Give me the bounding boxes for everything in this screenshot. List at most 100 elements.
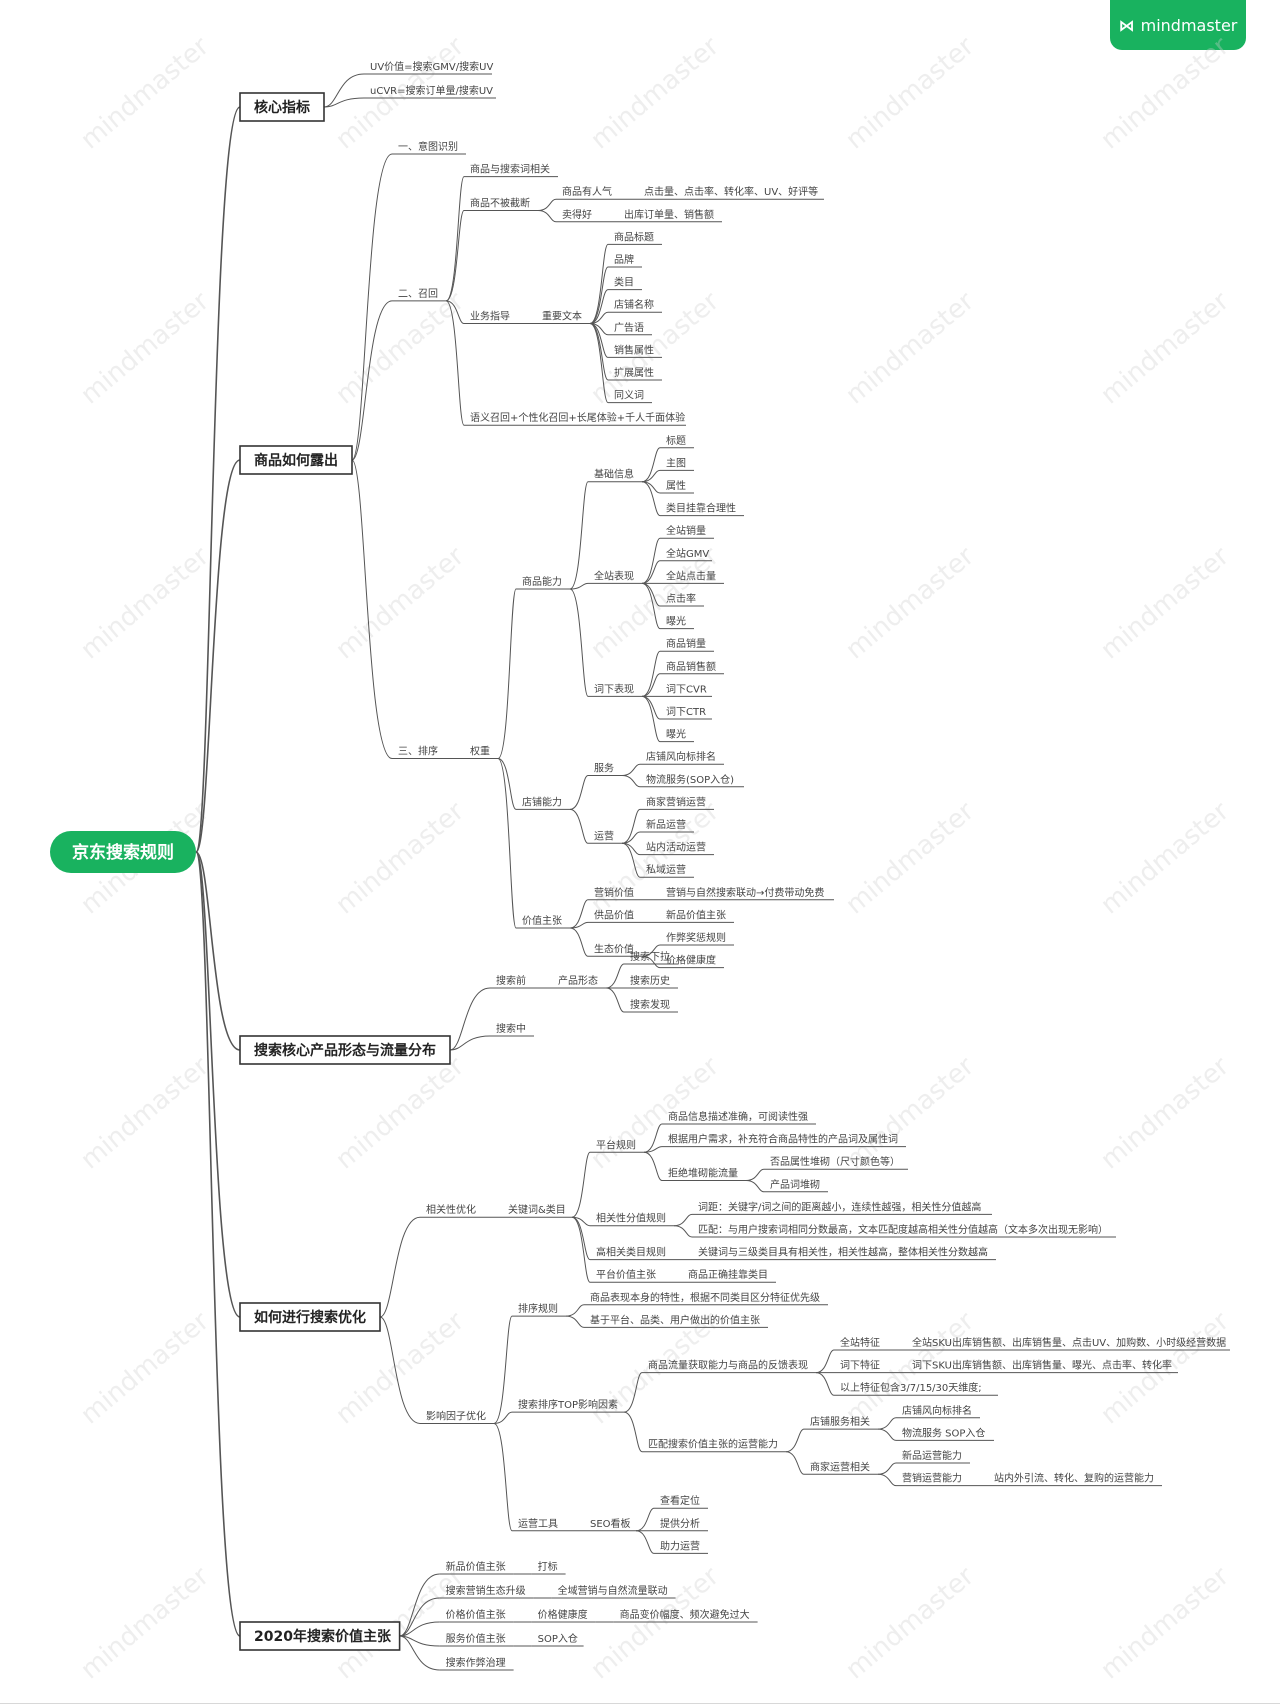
branch-label[interactable]: 点击量、点击率、转化率、UV、好评等: [644, 185, 818, 198]
branch-label[interactable]: 商品能力: [522, 575, 562, 588]
branch-label[interactable]: 广告语: [614, 321, 644, 334]
branch-label[interactable]: 商品正确挂靠类目: [688, 1268, 768, 1281]
branch-label[interactable]: SOP入仓: [538, 1632, 578, 1645]
branch-label[interactable]: 相关性优化: [426, 1203, 476, 1216]
branch-label[interactable]: 店铺名称: [614, 298, 654, 311]
branch-label[interactable]: 拒绝堆砌能流量: [668, 1167, 738, 1180]
branch-label[interactable]: 商品信息描述准确，可阅读性强: [668, 1110, 808, 1123]
branch-label[interactable]: 价格价值主张: [446, 1608, 506, 1621]
topic-node[interactable]: [239, 1302, 381, 1332]
branch-label[interactable]: 相关性分值规则: [596, 1212, 666, 1225]
branch-label[interactable]: 营销与自然搜索联动→付费带动免费: [666, 886, 824, 899]
branch-label[interactable]: 重要文本: [542, 310, 582, 323]
branch-label[interactable]: 打标: [538, 1560, 558, 1573]
branch-label[interactable]: SEO看板: [590, 1517, 631, 1530]
branch-label[interactable]: 物流服务(SOP入仓): [646, 773, 734, 786]
branch-label[interactable]: 高相关类目规则: [596, 1246, 666, 1259]
branch-label[interactable]: 商品表现本身的特性，根据不同类目区分特征优先级: [590, 1291, 820, 1304]
branch-label[interactable]: 词下CVR: [666, 683, 707, 695]
branch-label[interactable]: 权重: [470, 745, 490, 758]
branch-label[interactable]: 词下特征: [840, 1360, 880, 1372]
branch-label[interactable]: 服务: [594, 762, 614, 775]
branch-label[interactable]: 营销价值: [594, 886, 634, 899]
topic-node[interactable]: [239, 1035, 451, 1065]
branch-label[interactable]: 业务指导: [470, 310, 510, 323]
branch-label[interactable]: 商品销售额: [666, 660, 716, 673]
branch-label[interactable]: 搜索排序TOP影响因素: [518, 1398, 618, 1411]
branch-label[interactable]: 供品价值: [594, 908, 634, 921]
branch-label[interactable]: 店铺风向标排名: [902, 1404, 972, 1417]
branch-label[interactable]: 商品不被截断: [470, 197, 530, 210]
branch-label[interactable]: 品牌: [614, 253, 634, 266]
branch-label[interactable]: 商品变价幅度、频次避免过大: [620, 1608, 750, 1621]
branch-label[interactable]: 生态价值: [594, 942, 634, 955]
branch-label[interactable]: 全站表现: [594, 569, 634, 582]
branch-label[interactable]: 搜索前: [496, 974, 526, 987]
root-node[interactable]: [50, 831, 196, 873]
branch-label[interactable]: 曝光: [666, 615, 686, 628]
branch-label[interactable]: 点击率: [666, 592, 696, 605]
branch-label[interactable]: 产品形态: [558, 974, 598, 987]
branch-label[interactable]: 以上特征包含3/7/15/30天维度;: [840, 1381, 982, 1394]
topic-node[interactable]: [239, 1621, 401, 1651]
branch-label[interactable]: 新品运营能力: [902, 1449, 962, 1462]
branch-label[interactable]: 销售属性: [614, 343, 654, 356]
branch-label[interactable]: 搜索发现: [630, 998, 670, 1011]
branch-label[interactable]: UV价值=搜索GMV/搜索UV: [370, 60, 493, 73]
branch-label[interactable]: 全站点击量: [666, 569, 716, 582]
branch-label[interactable]: 店铺能力: [522, 795, 562, 808]
branch-label[interactable]: 价格健康度: [666, 954, 716, 967]
branch-label[interactable]: 扩展属性: [614, 366, 654, 379]
branch-label[interactable]: 店铺风向标排名: [646, 750, 716, 763]
branch-label[interactable]: 营销运营能力: [902, 1472, 962, 1485]
branch-label[interactable]: 搜索历史: [630, 974, 670, 987]
branch-label[interactable]: 站内活动运营: [646, 841, 706, 854]
branch-label[interactable]: 同义词: [614, 390, 644, 402]
branch-label[interactable]: 一、意图识别: [398, 140, 458, 153]
branch-label[interactable]: 全站SKU出库销售额、出库销售量、点击UV、加购数、小时级经营数据: [912, 1336, 1226, 1349]
branch-label[interactable]: 运营: [594, 829, 614, 842]
branch-label[interactable]: 排序规则: [518, 1302, 558, 1315]
branch-label[interactable]: 词下CTR: [666, 706, 706, 718]
branch-label[interactable]: 根据用户需求，补充符合商品特性的产品词及属性词: [668, 1133, 898, 1146]
branch-label[interactable]: 商品销量: [666, 637, 706, 650]
branch-label[interactable]: 商家营销运营: [646, 795, 706, 808]
topic-node[interactable]: [239, 92, 325, 122]
topic-node[interactable]: [239, 445, 353, 475]
branch-label[interactable]: 运营工具: [518, 1517, 558, 1530]
branch-label[interactable]: 商品流量获取能力与商品的反馈表现: [648, 1359, 808, 1372]
branch-label[interactable]: 搜索中: [496, 1022, 526, 1035]
branch-label[interactable]: 店铺服务相关: [810, 1415, 870, 1428]
branch-label[interactable]: 关键词与三级类目具有相关性，相关性越高，整体相关性分数越高: [698, 1246, 988, 1259]
branch-label[interactable]: 助力运营: [660, 1539, 700, 1552]
branch-label[interactable]: 商品有人气: [562, 185, 612, 198]
branch-label[interactable]: 私域运营: [646, 863, 686, 876]
branch-label[interactable]: 商品标题: [614, 230, 654, 243]
branch-label[interactable]: 全域营销与自然流量联动: [558, 1584, 668, 1597]
branch-label[interactable]: 搜索营销生态升级: [446, 1584, 526, 1597]
branch-label[interactable]: 卖得好: [562, 209, 592, 221]
branch-label[interactable]: 商家运营相关: [810, 1460, 870, 1473]
branch-label[interactable]: 三、排序: [398, 745, 438, 758]
branch-label[interactable]: 站内外引流、转化、复购的运营能力: [994, 1472, 1154, 1485]
branch-label[interactable]: 语义召回+个性化召回+长尾体验+千人千面体验: [470, 411, 685, 424]
branch-label[interactable]: 提供分析: [660, 1517, 700, 1530]
branch-label[interactable]: 价值主张: [522, 914, 562, 927]
branch-label[interactable]: 二、召回: [398, 288, 438, 300]
branch-label[interactable]: 查看定位: [660, 1494, 700, 1507]
branch-label[interactable]: 词下表现: [594, 682, 634, 695]
branch-label[interactable]: 服务价值主张: [446, 1632, 506, 1645]
branch-label[interactable]: 影响因子优化: [426, 1409, 486, 1422]
branch-label[interactable]: uCVR=搜索订单量/搜索UV: [370, 84, 493, 97]
branch-label[interactable]: 关键词&类目: [508, 1203, 566, 1216]
branch-label[interactable]: 全站特征: [840, 1336, 880, 1349]
branch-label[interactable]: 曝光: [666, 728, 686, 741]
branch-label[interactable]: 搜索作弊治理: [446, 1656, 506, 1669]
branch-label[interactable]: 标题: [666, 435, 686, 447]
branch-label[interactable]: 词距：关键字/词之间的距离越小，连续性越强，相关性分值越高: [698, 1200, 981, 1213]
branch-label[interactable]: 产品词堆砌: [770, 1178, 820, 1191]
branch-label[interactable]: 匹配搜索价值主张的运营能力: [648, 1438, 778, 1451]
branch-label[interactable]: 全站GMV: [666, 547, 709, 560]
branch-label[interactable]: 出库订单量、销售额: [624, 208, 714, 221]
branch-label[interactable]: 匹配：与用户搜索词相同分数最高，文本匹配度越高相关性分值越高（文本多次出现无影响…: [698, 1223, 1108, 1236]
